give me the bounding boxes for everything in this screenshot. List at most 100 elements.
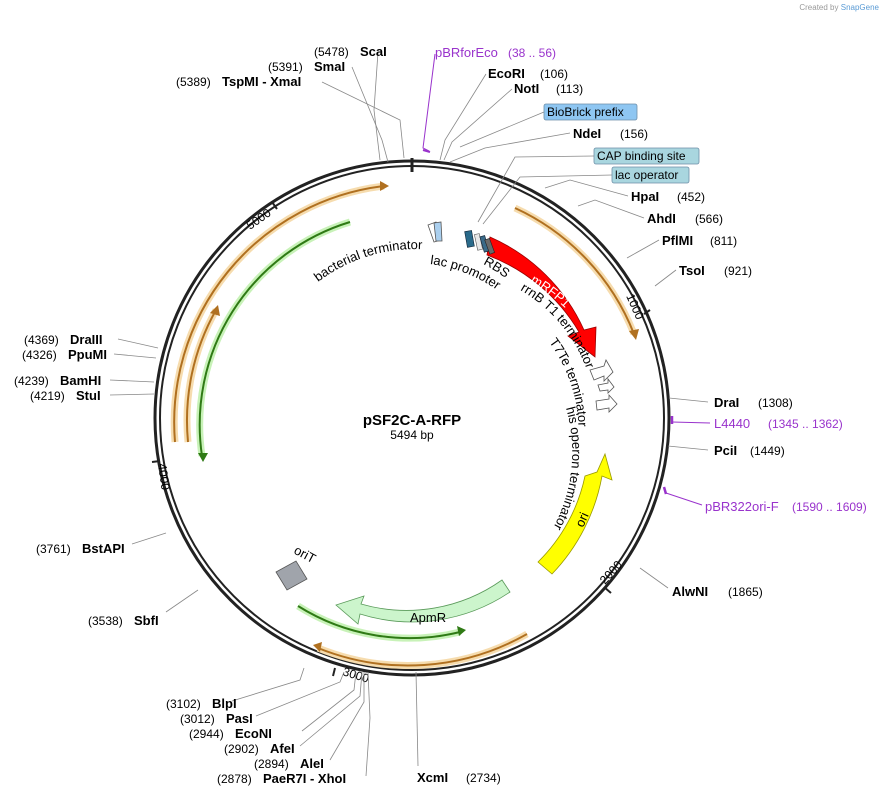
backbone: [153, 158, 671, 677]
rbs-feature: [484, 238, 495, 255]
tick-5000: [271, 201, 278, 210]
his-operon-terminator-feature: [595, 393, 618, 413]
site-afei: AfeI: [270, 741, 295, 756]
site-position: (4219): [30, 389, 65, 403]
primer-mark: [662, 486, 668, 495]
site-stui: StuI: [76, 388, 101, 403]
site-pasi: PasI: [226, 711, 253, 726]
site-position: (5478): [314, 45, 349, 59]
site-sbfi: SbfI: [134, 613, 159, 628]
primer-range: (38 .. 56): [508, 46, 556, 60]
site-paer7i-xhoi: PaeR7I - XhoI: [263, 771, 346, 786]
site-position: (811): [710, 234, 737, 248]
mrfp1-feature: [486, 236, 597, 358]
site-position: (2944): [189, 727, 224, 741]
site-position: (921): [724, 264, 752, 278]
tick-label-4000: 4000: [155, 462, 173, 491]
site-drai: DraI: [714, 395, 739, 410]
site-hpai: HpaI: [631, 189, 659, 204]
badge-label: lac operator: [615, 168, 678, 182]
site-position: (3538): [88, 614, 123, 628]
tick-4000: [151, 460, 161, 463]
site-bamhi: BamHI: [60, 373, 101, 388]
orf-green-bottom-line: [297, 605, 461, 640]
primer-name: pBR322ori-F: [705, 499, 779, 514]
site-position: (2902): [224, 742, 259, 756]
site-position: (1865): [728, 585, 763, 599]
primer-mark: [422, 149, 431, 153]
orf-green-arcs: [196, 218, 466, 642]
site-position: (1449): [750, 444, 785, 458]
tick-label-3000: 3000: [341, 664, 371, 685]
tick-2000: [603, 586, 612, 594]
site-noti: NotI: [514, 81, 539, 96]
orit-feature: [275, 560, 308, 591]
site-pcii: PciI: [714, 443, 737, 458]
site-pflmi: PflMI: [662, 233, 693, 248]
site-position: (3012): [180, 712, 215, 726]
badge-lac-operator: [611, 166, 690, 184]
orf-arrowhead: [313, 642, 322, 652]
plasmid-name: pSF2C-A-RFP: [363, 412, 461, 429]
ori-feature: [537, 452, 613, 575]
bacterial-terminator-label: bacterial terminator: [311, 237, 423, 284]
lac-promoter-feature: [464, 230, 475, 248]
primer-leader: [671, 421, 711, 424]
restriction-sites: (5478) ScaI (5391) SmaI (5389) TspMI - X…: [14, 44, 793, 786]
site-xcmi: XcmI: [417, 770, 448, 785]
site-position: (4326): [22, 348, 57, 362]
tick-1000: [643, 309, 651, 315]
plasmid-title: pSF2C-A-RFP 5494 bp: [363, 412, 461, 442]
orf-arcs: [170, 181, 639, 670]
site-position: (4369): [24, 333, 59, 347]
site-position: (4239): [14, 374, 49, 388]
rrnb-t1-terminator-feature: [589, 359, 614, 382]
primer-name: L4440: [714, 416, 750, 431]
orf-orange-left-inner-line: [186, 309, 217, 443]
site-position: (452): [677, 190, 705, 204]
primer-range: (1590 .. 1609): [792, 500, 867, 514]
site-position: (1308): [758, 396, 793, 410]
site-tsoi: TsoI: [679, 263, 705, 278]
site-position: (2894): [254, 757, 289, 771]
site-blpi: BlpI: [212, 696, 237, 711]
site-position: (5391): [268, 60, 303, 74]
site-draiii: DraIII: [70, 332, 103, 347]
t7te-terminator-feature: [597, 377, 615, 394]
plasmid-size: 5494 bp: [390, 428, 434, 442]
site-ppumi: PpuMI: [68, 347, 107, 362]
site-scai: ScaI: [360, 44, 387, 59]
biobrick-prefix-feature: [433, 221, 443, 242]
primer-range: (1345 .. 1362): [768, 417, 843, 431]
site-ecori: EcoRI: [488, 66, 525, 81]
ori-label: ori: [572, 510, 592, 529]
tick-3000: [332, 667, 336, 677]
credit-text: Created by: [799, 3, 839, 12]
site-position: (156): [620, 127, 648, 141]
orf-arrowhead: [629, 329, 639, 340]
site-bstapi: BstAPI: [82, 541, 125, 556]
orf-orange-bottom-line: [317, 633, 528, 667]
badge-biobrick-prefix: [543, 103, 638, 121]
site-tspmi-xmai: TspMI - XmaI: [222, 74, 301, 89]
orf-orange-left-outer-line: [173, 185, 385, 443]
site-position: (5389): [176, 75, 211, 89]
orf-arrowhead: [198, 453, 208, 462]
snapgene-credit: Created by SnapGene: [799, 3, 879, 12]
site-alei: AleI: [300, 756, 324, 771]
site-ndei: NdeI: [573, 126, 601, 141]
primer-name: pBRforEco: [435, 45, 498, 60]
badge-label: CAP binding site: [597, 149, 686, 163]
badge-label: BioBrick prefix: [547, 105, 624, 119]
site-position: (2878): [217, 772, 252, 786]
snapgene-logo: SnapGene: [840, 3, 879, 12]
orf-arrowhead: [380, 181, 389, 191]
site-position: (3102): [166, 697, 201, 711]
orf-orange-right-line: [514, 207, 635, 335]
badge-cap-binding-site: [593, 147, 700, 165]
apmr-label: ApmR: [410, 610, 446, 625]
primers: pBRforEco (38 .. 56) L4440 (1345 .. 1362…: [422, 45, 867, 514]
site-position: (113): [556, 82, 583, 96]
site-econi: EcoNI: [235, 726, 272, 741]
site-ahdi: AhdI: [647, 211, 676, 226]
